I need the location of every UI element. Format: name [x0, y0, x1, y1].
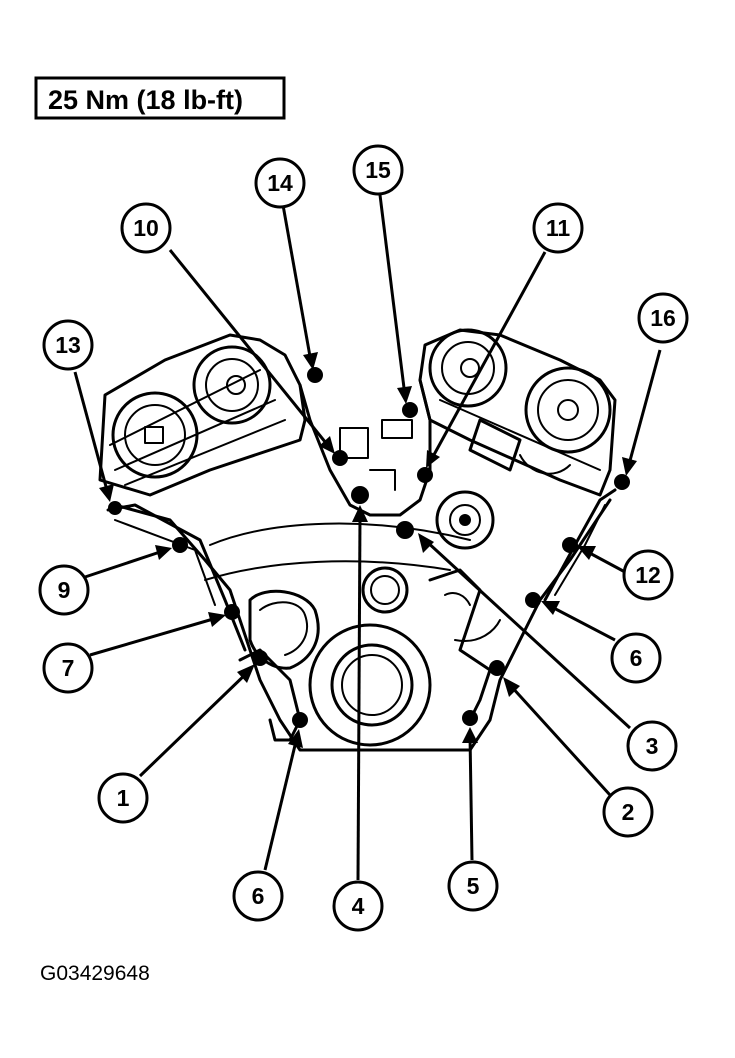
callout-9: 9 — [38, 564, 90, 616]
callout-16: 16 — [637, 292, 689, 344]
svg-text:4: 4 — [352, 893, 365, 919]
callout-12: 12 — [622, 549, 674, 601]
valley-cover — [298, 378, 432, 517]
torque-spec-box: 25 Nm (18 lb-ft) — [34, 76, 286, 120]
left-cam-gear-2 — [192, 345, 272, 425]
callout-13: 13 — [42, 319, 94, 371]
svg-text:9: 9 — [58, 577, 71, 603]
callouts: 1 2 3 4 5 6 6 7 9 10 11 12 13 14 15 16 — [38, 144, 689, 932]
bolt-8 — [525, 592, 541, 608]
callout-4: 4 — [332, 880, 384, 932]
svg-text:6: 6 — [252, 883, 265, 909]
bolt-14 — [307, 367, 323, 383]
callout-6-lower: 6 — [232, 870, 284, 922]
svg-text:1: 1 — [117, 785, 130, 811]
svg-text:6: 6 — [630, 645, 643, 671]
engine-illustration — [98, 328, 630, 752]
svg-text:7: 7 — [62, 655, 75, 681]
bolt-12 — [562, 537, 578, 553]
figure-id: G03429648 — [40, 962, 150, 985]
svg-text:5: 5 — [467, 873, 480, 899]
svg-text:3: 3 — [646, 733, 659, 759]
svg-text:15: 15 — [365, 157, 391, 183]
svg-text:12: 12 — [635, 562, 661, 588]
torque-spec-label: 25 Nm (18 lb-ft) — [48, 85, 243, 115]
left-cam-cover — [98, 333, 307, 497]
crankshaft-seal-bore — [308, 623, 432, 747]
right-cam-gear-2 — [524, 366, 612, 454]
leader-lines — [73, 194, 662, 881]
cover-port — [361, 566, 409, 614]
callout-10: 10 — [120, 202, 172, 254]
right-strap — [543, 488, 617, 602]
bolt-6 — [292, 712, 308, 728]
idler-pulley — [435, 490, 495, 550]
bolt-11 — [417, 467, 433, 483]
callout-6-right: 6 — [610, 632, 662, 684]
callout-3: 3 — [626, 720, 678, 772]
bolt-7 — [224, 604, 240, 620]
bolt-2 — [489, 660, 505, 676]
bolt-1 — [252, 650, 268, 666]
bolt-15 — [402, 402, 418, 418]
callout-2: 2 — [602, 786, 654, 838]
callout-11: 11 — [532, 202, 584, 254]
callout-14: 14 — [254, 157, 306, 209]
svg-text:10: 10 — [133, 215, 159, 241]
bolt-13 — [108, 501, 122, 515]
bolt-10 — [332, 450, 348, 466]
bolt-16 — [614, 474, 630, 490]
bolt-3 — [396, 521, 414, 539]
bolt-4 — [351, 486, 369, 504]
svg-text:16: 16 — [650, 305, 676, 331]
svg-text:2: 2 — [622, 799, 635, 825]
svg-text:13: 13 — [55, 332, 81, 358]
right-tensioner — [468, 418, 522, 472]
callout-5: 5 — [447, 860, 499, 912]
callout-1: 1 — [97, 772, 149, 824]
bolt-9 — [172, 537, 188, 553]
callout-15: 15 — [352, 144, 404, 196]
callout-7: 7 — [42, 642, 94, 694]
svg-text:14: 14 — [267, 170, 293, 196]
right-cam-gear-1 — [428, 328, 508, 408]
bolt-5 — [462, 710, 478, 726]
right-cam-cover — [418, 328, 617, 497]
svg-text:11: 11 — [546, 215, 571, 241]
